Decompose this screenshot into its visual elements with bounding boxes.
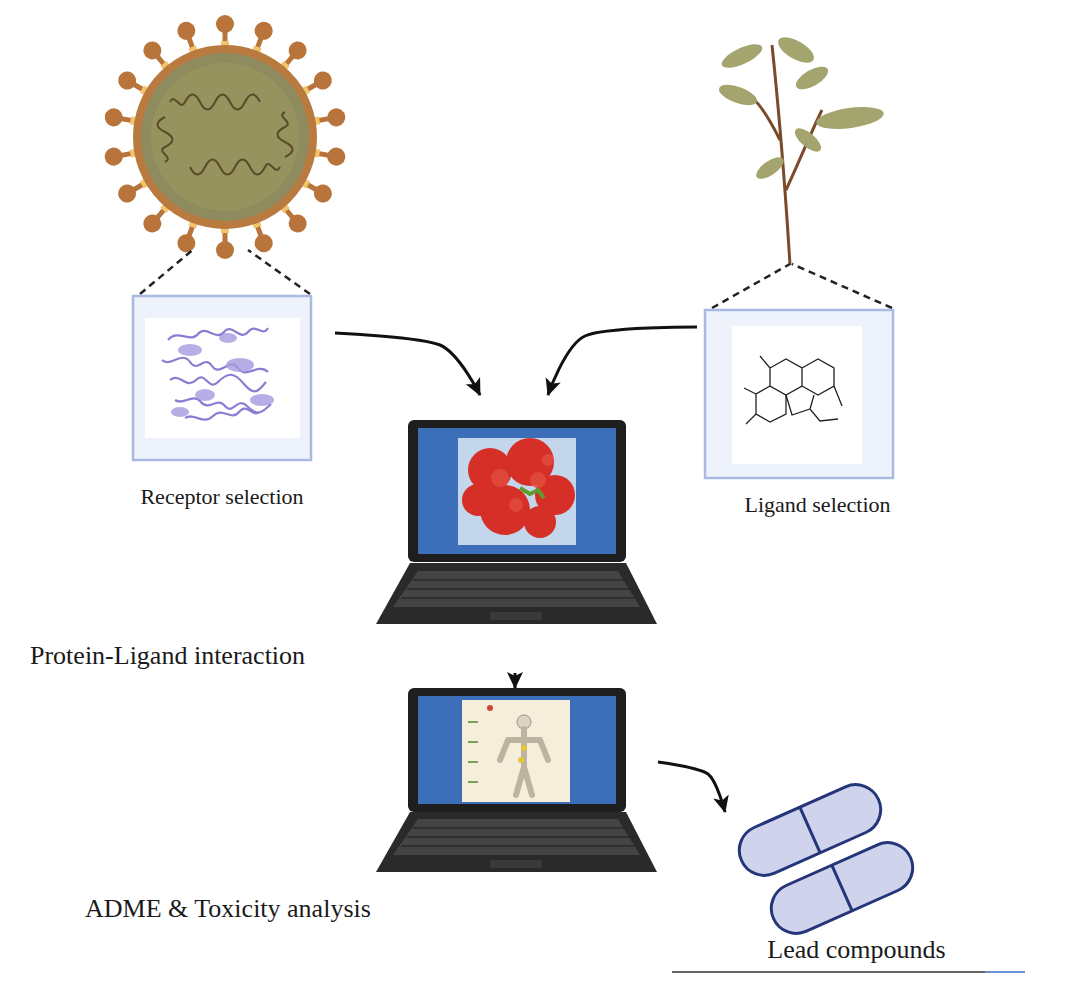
flow-arrow bbox=[658, 762, 725, 812]
node-label: Ligand selection bbox=[697, 492, 938, 518]
receptor-box: Receptor selection bbox=[109, 295, 335, 512]
capsule-figure bbox=[731, 777, 920, 942]
ligand-box: Ligand selection bbox=[697, 305, 938, 520]
plant-figure bbox=[716, 32, 885, 265]
node-label: ADME & Toxicity analysis bbox=[85, 893, 371, 924]
node-label: Lead compounds bbox=[725, 934, 988, 965]
laptop-figure bbox=[376, 420, 657, 624]
receptor-frame bbox=[133, 296, 311, 460]
flow-arrow bbox=[335, 333, 480, 395]
flow-arrow bbox=[514, 673, 517, 688]
dashed-leader bbox=[248, 250, 310, 294]
node-label: Protein-Ligand interaction bbox=[30, 640, 305, 671]
lead-compounds: Lead compounds bbox=[725, 785, 988, 967]
node-label: Receptor selection bbox=[109, 484, 335, 510]
docking-step: Protein-Ligand interaction bbox=[26, 395, 658, 673]
ligand-frame bbox=[705, 310, 893, 478]
dashed-leader bbox=[140, 248, 195, 294]
adme-step: ADME & Toxicity analysis bbox=[80, 688, 658, 926]
dashed-leader bbox=[712, 264, 790, 308]
underline-rule bbox=[985, 971, 1025, 973]
flow-arrow bbox=[548, 327, 697, 395]
laptop-figure bbox=[376, 688, 657, 872]
underline-rule bbox=[672, 971, 985, 973]
dashed-leader bbox=[792, 264, 892, 308]
virus-figure bbox=[103, 15, 346, 259]
